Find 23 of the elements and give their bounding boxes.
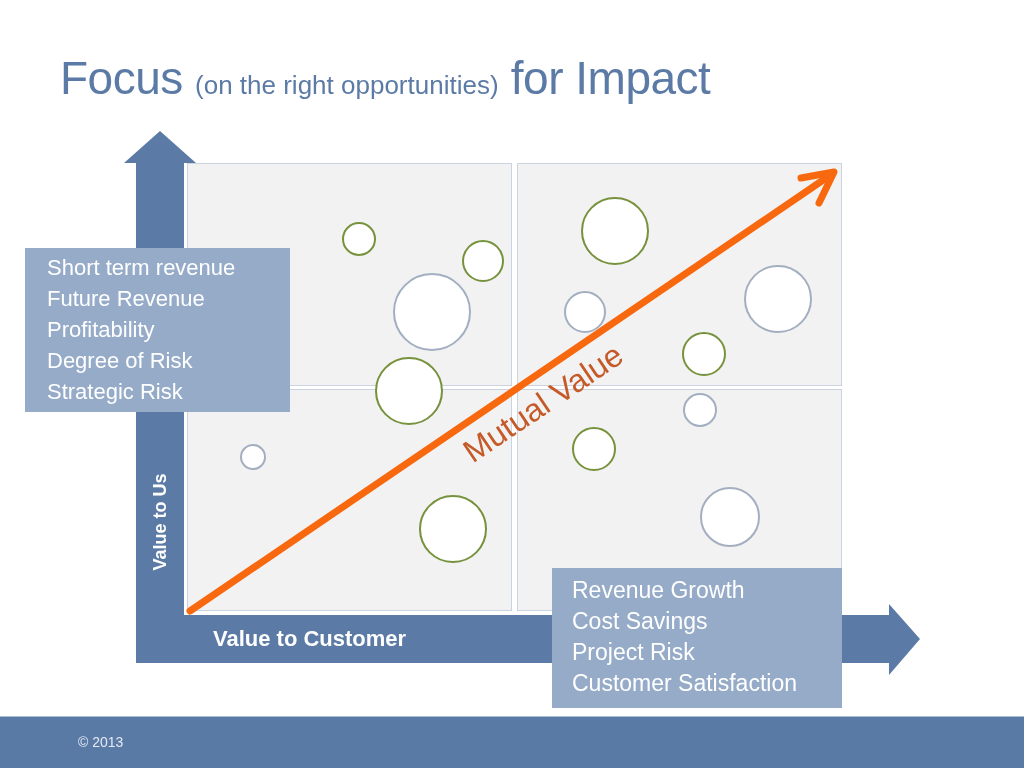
bubble <box>700 487 760 547</box>
criteria-text: Cost Savings <box>572 607 708 636</box>
bubble <box>342 222 376 256</box>
criteria-text: Short term revenue <box>47 254 236 282</box>
bubble <box>462 240 504 282</box>
axis-title: Value to Customer <box>213 626 407 652</box>
criteria-text: Revenue Growth <box>572 576 745 605</box>
slide-title: Focus (on the right opportunities) for Impact <box>60 51 711 106</box>
criteria-panel <box>552 568 842 708</box>
bubble <box>683 393 717 427</box>
criteria-text: Profitability <box>47 316 155 344</box>
bubble <box>564 291 606 333</box>
criteria-text: Project Risk <box>572 638 695 667</box>
criteria-text: Strategic Risk <box>47 378 183 406</box>
axis-title: Value to Us <box>151 473 169 571</box>
criteria-text: Degree of Risk <box>47 347 193 375</box>
criteria-panel <box>25 248 290 412</box>
criteria-text: Customer Satisfaction <box>572 669 797 698</box>
copyright-text: © 2013 <box>78 733 124 751</box>
bubble <box>682 332 726 376</box>
criteria-text: Future Revenue <box>47 285 205 313</box>
bubble <box>572 427 616 471</box>
bubble <box>240 444 266 470</box>
